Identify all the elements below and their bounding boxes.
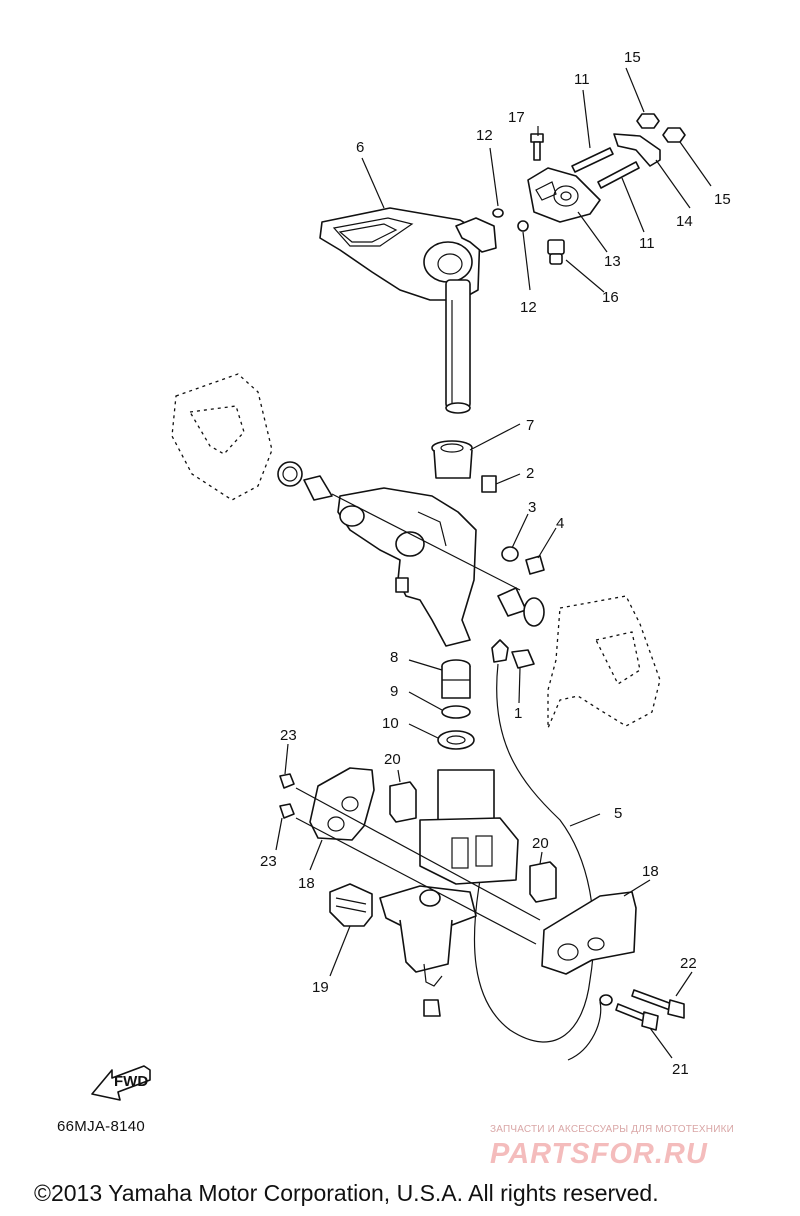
callout-20-left: 20 xyxy=(384,751,401,768)
callout-17: 17 xyxy=(508,109,525,126)
lower-bracket xyxy=(379,885,477,987)
lock-plate xyxy=(613,133,661,167)
nut-upper xyxy=(636,113,660,129)
stud-bolts xyxy=(571,147,640,189)
lower-mount-housing xyxy=(419,769,519,885)
callout-12-bottom: 12 xyxy=(520,299,537,316)
seal-10 xyxy=(437,730,475,750)
bushing-8 xyxy=(441,659,471,699)
callout-12-top: 12 xyxy=(476,127,493,144)
callout-21: 21 xyxy=(672,1061,689,1078)
watermark-tagline: ЗАПЧАСТИ И АКСЕССУАРЫ ДЛЯ МОТОТЕХНИКИ xyxy=(490,1124,735,1135)
swivel-bracket-body xyxy=(337,487,477,647)
ring-right xyxy=(523,597,545,627)
callout-3: 3 xyxy=(528,499,536,516)
outline-left-motor xyxy=(171,373,273,501)
callout-19: 19 xyxy=(312,979,329,996)
callout-18-right: 18 xyxy=(642,863,659,880)
diagram-reference-code: 66MJA-8140 xyxy=(57,1118,146,1135)
watermark-logo: PARTSFOR.RU xyxy=(490,1138,708,1170)
nut-lower xyxy=(662,127,686,143)
bushing-left xyxy=(303,475,333,501)
damper-right xyxy=(529,861,557,903)
callout-15-top: 15 xyxy=(624,49,641,66)
bushing-7 xyxy=(431,440,473,479)
bolt-22 xyxy=(631,989,685,1019)
callout-14: 14 xyxy=(676,213,693,230)
washer-left xyxy=(277,461,303,487)
callout-9: 9 xyxy=(390,683,398,700)
callout-20-right: 20 xyxy=(532,835,549,852)
clamp-left xyxy=(309,767,375,841)
callout-2: 2 xyxy=(526,465,534,482)
washer-lower xyxy=(517,220,529,232)
steering-bracket-part xyxy=(319,207,497,414)
damper-left xyxy=(389,781,417,823)
callout-22: 22 xyxy=(680,955,697,972)
wire-terminal xyxy=(491,639,509,663)
grease-fitting xyxy=(547,239,565,265)
callout-11-top: 11 xyxy=(574,71,590,88)
plate-2 xyxy=(481,475,497,493)
ground-wire xyxy=(473,663,595,1043)
outline-right-motor xyxy=(547,595,661,729)
callout-18-left: 18 xyxy=(298,875,315,892)
clamp-right xyxy=(541,891,637,975)
o-ring-9 xyxy=(441,705,471,719)
callout-11-right: 11 xyxy=(639,235,655,252)
fwd-direction-arrow: FWD xyxy=(91,1065,151,1101)
callout-15-right: 15 xyxy=(714,191,731,208)
callout-4: 4 xyxy=(556,515,564,532)
callout-5: 5 xyxy=(614,805,622,822)
bolt-17 xyxy=(530,133,544,161)
callout-23-bottom: 23 xyxy=(260,853,277,870)
fwd-label: FWD xyxy=(114,1073,148,1090)
callout-8: 8 xyxy=(390,649,398,666)
nut-23-lower xyxy=(279,803,295,819)
grease-nipple-3 xyxy=(501,546,519,562)
screw-4 xyxy=(525,555,545,575)
callout-13: 13 xyxy=(604,253,621,270)
copyright-notice: ©2013 Yamaha Motor Corporation, U.S.A. A… xyxy=(34,1180,659,1206)
callout-7: 7 xyxy=(526,417,534,434)
bolt-bottom xyxy=(423,999,441,1017)
callout-23-top: 23 xyxy=(280,727,297,744)
pad-19 xyxy=(329,883,373,927)
nut-23-upper xyxy=(279,773,295,789)
spring-right xyxy=(497,587,527,617)
washer-upper xyxy=(492,208,504,218)
bolt-21 xyxy=(615,1003,659,1031)
callout-6: 6 xyxy=(356,139,364,156)
callout-1: 1 xyxy=(514,705,522,722)
tilt-lock-bracket xyxy=(527,167,601,223)
screw-1 xyxy=(511,649,535,669)
callout-16: 16 xyxy=(602,289,619,306)
callout-10: 10 xyxy=(382,715,399,732)
